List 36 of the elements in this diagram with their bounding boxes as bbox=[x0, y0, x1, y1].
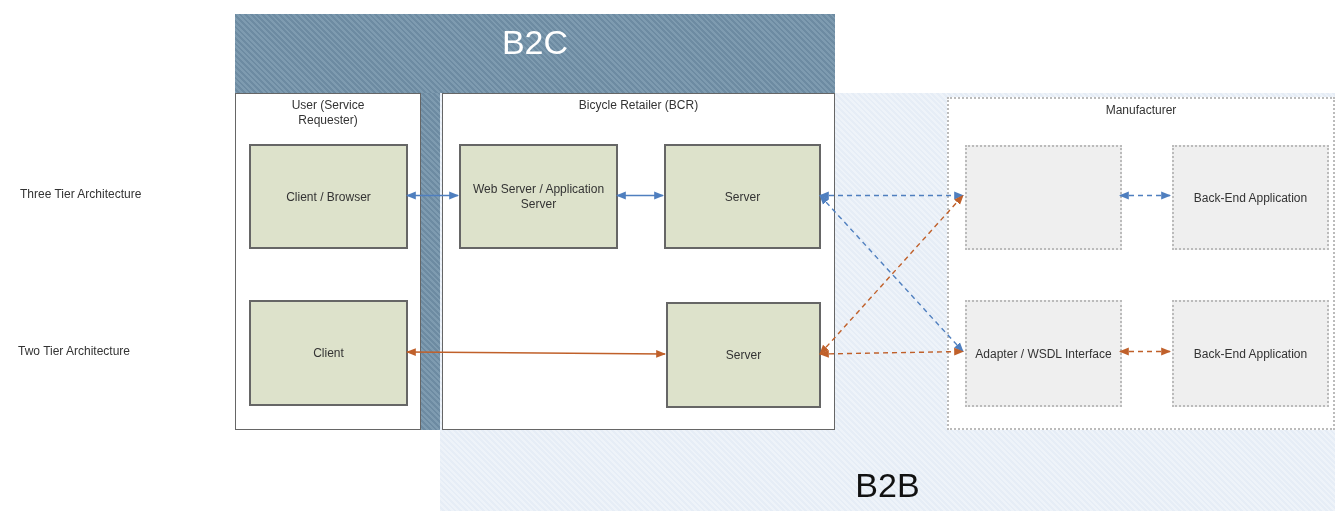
group-title: Bicycle Retailer (BCR) bbox=[577, 98, 700, 113]
box-label: Server bbox=[724, 347, 763, 363]
connector-arrow bbox=[406, 348, 666, 358]
process-box bbox=[459, 144, 618, 249]
box-label: Server bbox=[723, 189, 762, 204]
band bbox=[235, 14, 835, 93]
process-box bbox=[1172, 145, 1329, 250]
process-box bbox=[1172, 300, 1329, 407]
group-title: Manufacturer bbox=[1104, 103, 1178, 118]
process-box bbox=[965, 300, 1122, 407]
box-label: Client bbox=[312, 345, 345, 361]
process-box bbox=[249, 144, 408, 249]
connector-arrow bbox=[1119, 347, 1171, 356]
row-label: Three Tier Architecture bbox=[20, 187, 142, 201]
connector-arrow bbox=[819, 347, 964, 358]
group-box bbox=[442, 93, 835, 430]
connector-arrow bbox=[819, 191, 964, 200]
box-label: Adapter / WSDL Interface bbox=[974, 346, 1113, 361]
box-label: Web Server / Application Server bbox=[471, 181, 606, 212]
group-box bbox=[235, 93, 421, 430]
connector-arrow bbox=[406, 191, 459, 200]
process-box bbox=[249, 300, 408, 406]
connector-arrow bbox=[616, 191, 664, 200]
process-box bbox=[666, 302, 821, 408]
process-box bbox=[664, 144, 821, 249]
group-box bbox=[947, 97, 1335, 430]
empty-box bbox=[965, 145, 1122, 250]
box-label: Back-End Application bbox=[1192, 190, 1309, 205]
connector-arrow bbox=[1119, 191, 1171, 200]
region-background bbox=[440, 93, 1335, 511]
region-title: B2B bbox=[854, 465, 921, 505]
box-label: Back-End Application bbox=[1192, 346, 1309, 361]
row-label: Two Tier Architecture bbox=[18, 344, 131, 358]
band-title: B2C bbox=[500, 22, 570, 62]
group-title: User (Service Requester) bbox=[290, 98, 366, 128]
box-label: Client / Browser bbox=[285, 189, 372, 204]
